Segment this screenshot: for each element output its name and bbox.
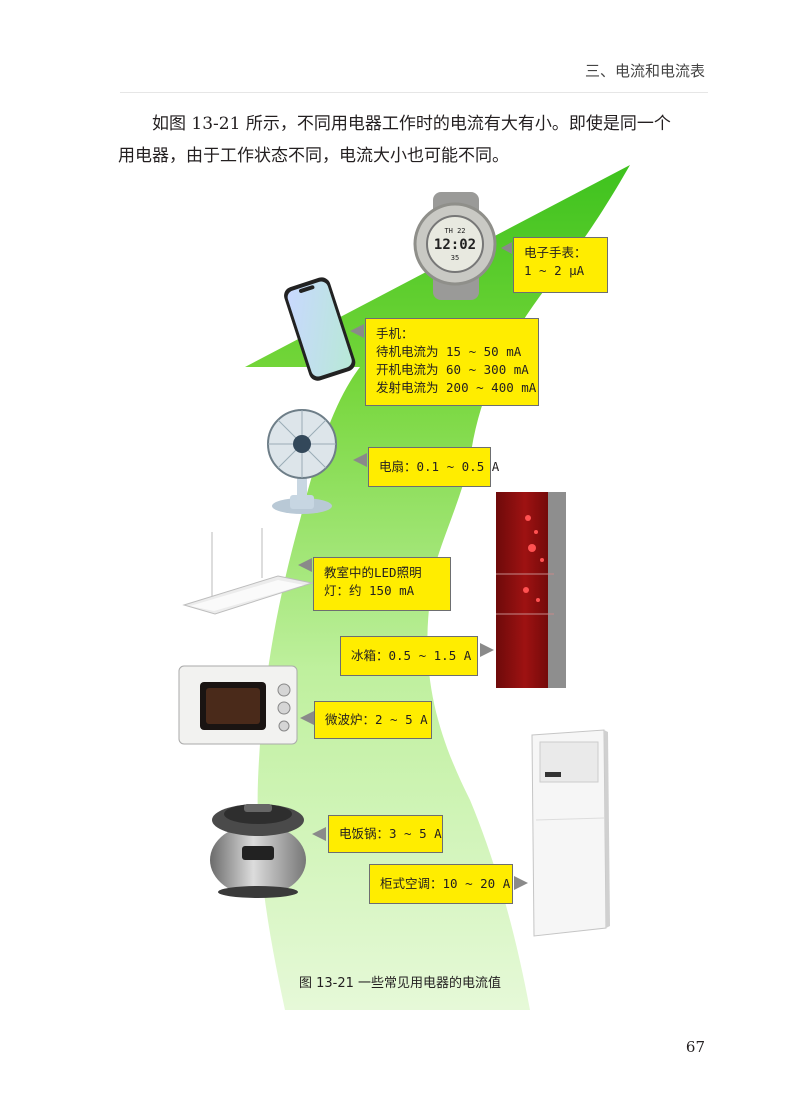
arrow-aircon [514, 876, 528, 890]
label-air-conditioner: 柜式空调：10 ~ 20 A [369, 864, 513, 904]
label-led-line1: 教室中的LED照明 [324, 565, 422, 580]
label-phone-line1: 手机： [376, 326, 414, 341]
label-phone-line2: 待机电流为 15 ~ 50 mA [376, 344, 522, 359]
air-conditioner-illustration [531, 729, 610, 937]
arrow-phone [350, 324, 364, 338]
header-rule [120, 92, 708, 93]
pointer-arrows [298, 242, 528, 890]
paragraph-line-2: 用电器，由于工作状态不同，电流大小也可能不同。 [118, 146, 509, 166]
arrow-cooker [312, 827, 326, 841]
label-led: 教室中的LED照明 灯：约 150 mA [313, 557, 451, 611]
led-light-illustration [182, 528, 314, 615]
arrow-fan [353, 453, 367, 467]
label-fridge-line1: 冰箱：0.5 ~ 1.5 A [351, 648, 472, 663]
watch-display-top: TH 22 [444, 227, 465, 235]
microwave-illustration [178, 665, 298, 745]
watch-illustration: TH 22 12:02 35 [413, 192, 497, 300]
label-rice-cooker: 电饭锅：3 ~ 5 A [328, 815, 443, 853]
label-fan-line1: 电扇：0.1 ~ 0.5 A [379, 459, 500, 474]
phone-illustration [284, 277, 356, 381]
rice-cooker-illustration [210, 804, 306, 898]
green-band [245, 165, 630, 1010]
label-microwave: 微波炉：2 ~ 5 A [314, 701, 432, 739]
label-led-line2: 灯：约 150 mA [324, 583, 415, 598]
label-phone-line4: 发射电流为 200 ~ 400 mA [376, 380, 537, 395]
paragraph-line-1: 如图 13-21 所示，不同用电器工作时的电流有大有小。即使是同一个 [152, 114, 671, 134]
watch-display-bottom: 35 [451, 254, 459, 262]
label-watch: 电子手表： 1 ~ 2 μA [513, 237, 608, 293]
arrow-watch [501, 242, 512, 254]
figure-caption: 图 13-21 一些常见用电器的电流值 [298, 976, 502, 991]
arrow-fridge [480, 643, 494, 657]
label-fridge: 冰箱：0.5 ~ 1.5 A [340, 636, 478, 676]
label-phone-line3: 开机电流为 60 ~ 300 mA [376, 362, 529, 377]
chapter-header: 三、电流和电流表 [584, 62, 705, 80]
intro-paragraph: 如图 13-21 所示，不同用电器工作时的电流有大有小。即使是同一个 用电器，由… [118, 108, 708, 172]
label-watch-line1: 电子手表： [524, 245, 587, 260]
arrow-led [298, 558, 312, 572]
label-rice-cooker-line1: 电饭锅：3 ~ 5 A [339, 826, 442, 841]
fridge-illustration [496, 492, 566, 688]
label-watch-line2: 1 ~ 2 μA [524, 263, 585, 278]
page-number: 67 [685, 1038, 705, 1056]
label-fan: 电扇：0.1 ~ 0.5 A [368, 447, 500, 487]
label-air-conditioner-line1: 柜式空调：10 ~ 20 A [380, 876, 511, 891]
fan-illustration [267, 409, 337, 514]
label-microwave-line1: 微波炉：2 ~ 5 A [325, 712, 428, 727]
watch-display-time: 12:02 [434, 237, 476, 253]
label-phone: 手机： 待机电流为 15 ~ 50 mA 开机电流为 60 ~ 300 mA 发… [365, 318, 539, 406]
arrow-microwave [300, 711, 314, 725]
